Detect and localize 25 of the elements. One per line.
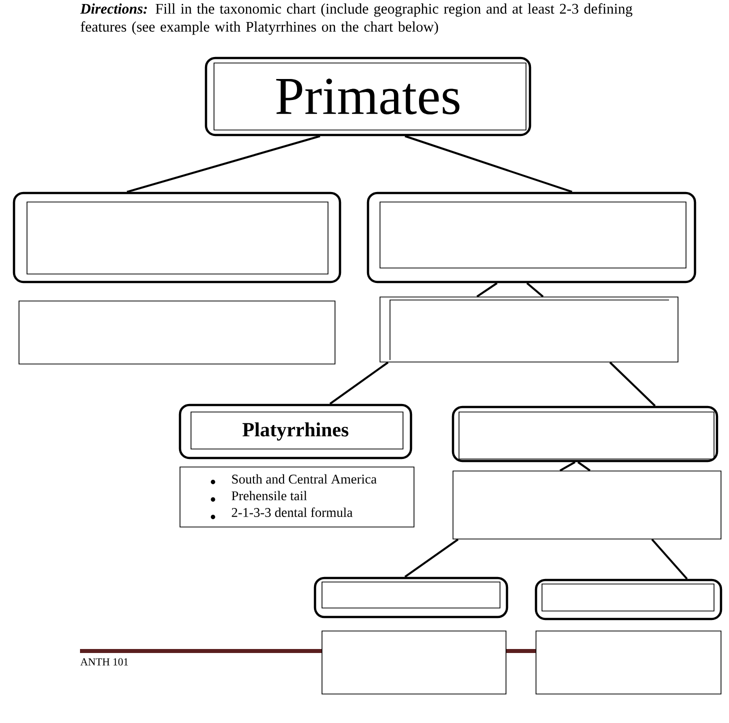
title-box: Primates [204, 56, 532, 136]
connector-line [404, 538, 459, 578]
feature-box [452, 470, 722, 540]
footer-text: ANTH 101 [80, 658, 128, 666]
category-box [366, 192, 696, 284]
connector-line [577, 461, 591, 472]
connector-line [329, 362, 389, 405]
connector-line [651, 538, 688, 580]
feature-list-box: South and Central America Prehensile tail 2-1-3-3 dental formula [180, 466, 414, 528]
feature-box [536, 630, 722, 694]
category-box [452, 406, 718, 462]
feature-box [322, 630, 506, 694]
connector-line [476, 282, 498, 298]
category-box [12, 192, 342, 284]
category-box [534, 578, 722, 620]
connector-line [526, 282, 544, 298]
feature-box [380, 296, 678, 362]
instructions-text: Directions: Fill in the taxonomic chart (include geographic region and at least 2-3 defining features (see example with Platyrrhines on the chart below) [80, 3, 632, 35]
category-box: Platyrrhines [178, 404, 412, 460]
category-box [314, 576, 508, 618]
feature-box [18, 300, 336, 364]
connector-line [126, 135, 320, 193]
connector-line [560, 461, 576, 472]
connector-line [404, 135, 572, 193]
connector-line [609, 362, 656, 407]
